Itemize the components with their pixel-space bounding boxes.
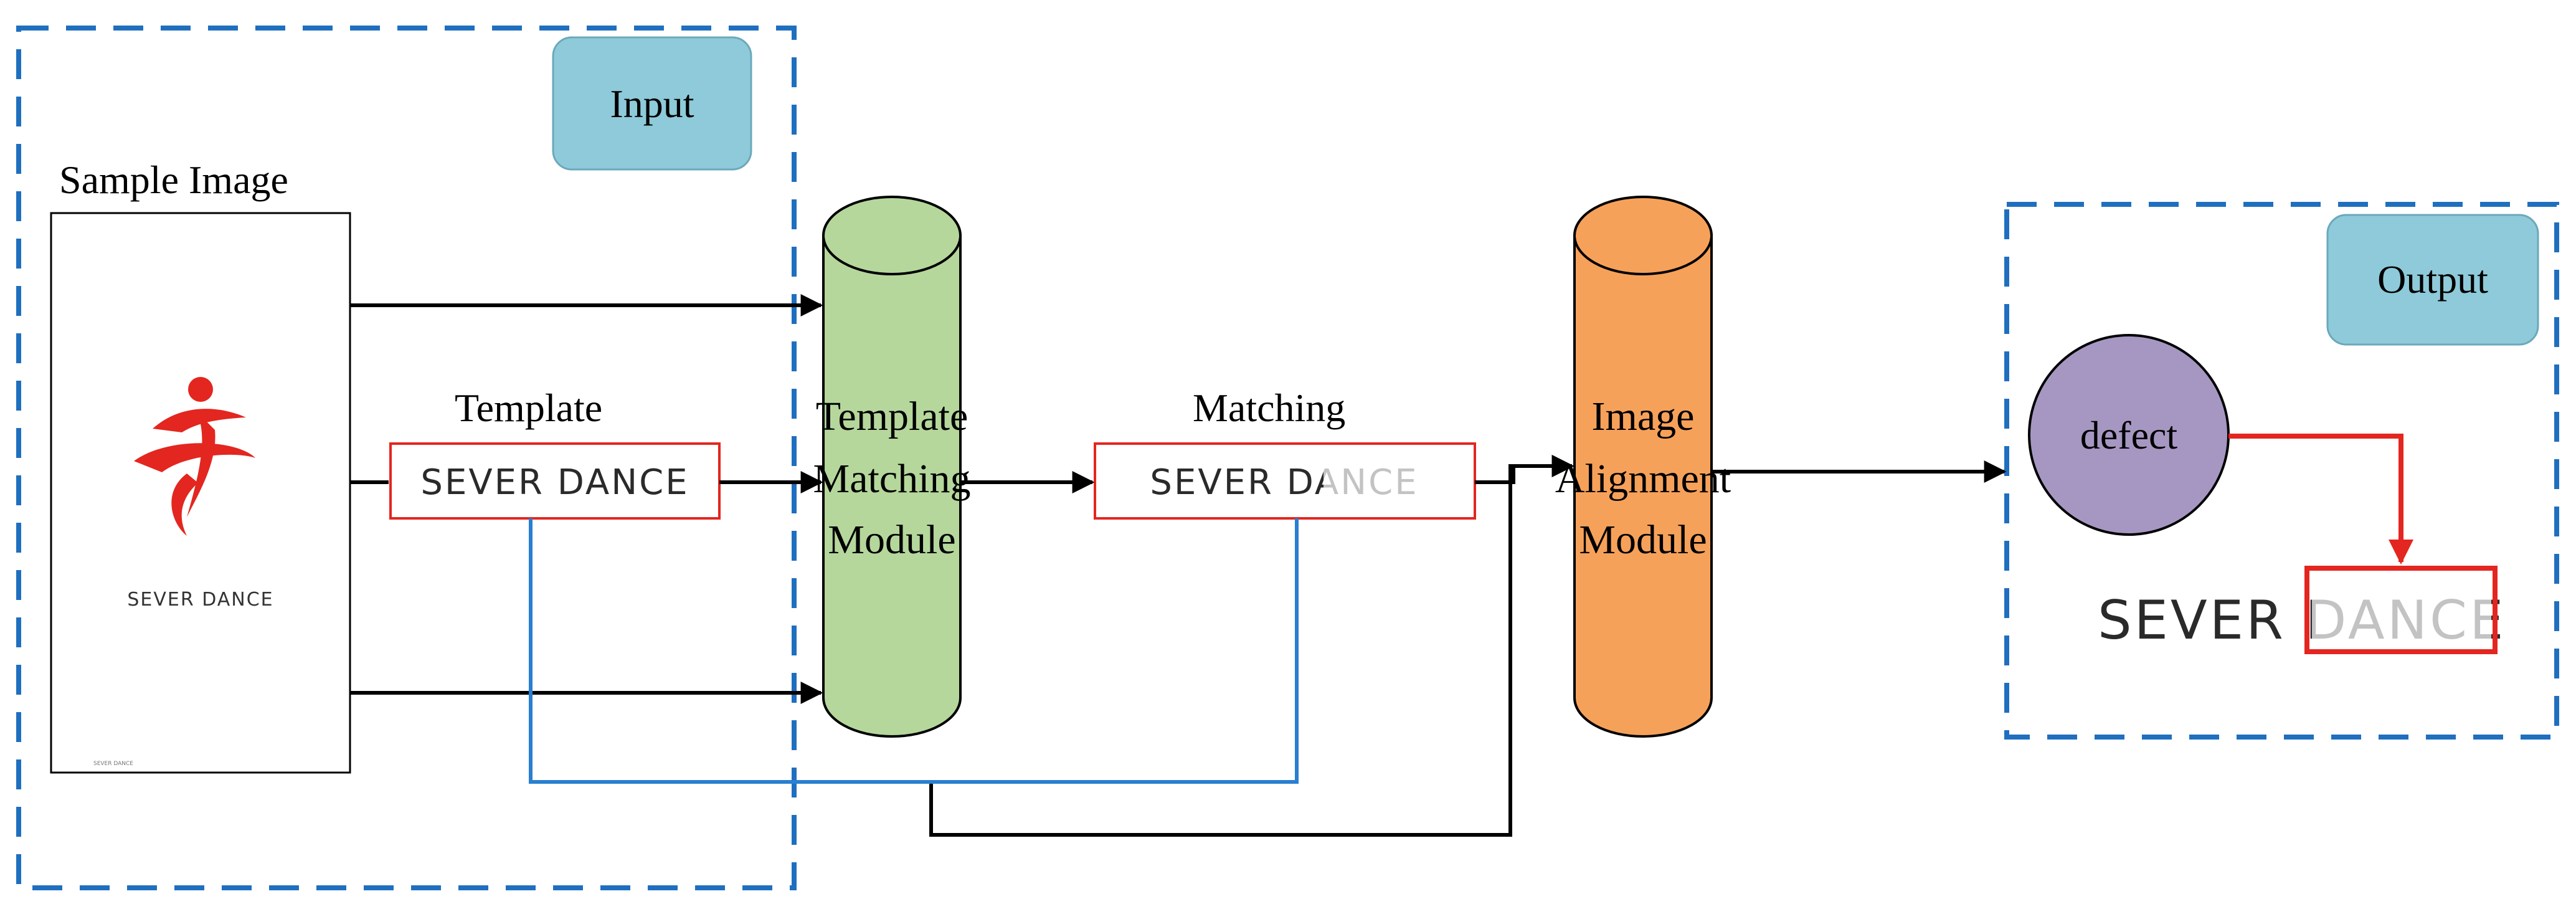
template-text: SEVER DANCE bbox=[420, 462, 689, 503]
blue-link-template-matching bbox=[529, 518, 1299, 784]
input-group-frame bbox=[16, 26, 797, 890]
template-matching-line3: Module bbox=[828, 517, 955, 563]
sample-brand-text: SEVER DANCE bbox=[127, 589, 273, 611]
input-badge-label: Input bbox=[610, 82, 694, 126]
sample-image-panel: SEVER DANCE SEVER DANCE bbox=[50, 212, 351, 774]
alignment-line1: Image bbox=[1592, 394, 1695, 439]
alignment-line3: Module bbox=[1579, 517, 1707, 563]
output-group-frame bbox=[2004, 202, 2559, 740]
sample-image-label: Sample Image bbox=[59, 158, 288, 202]
dancer-logo-icon bbox=[134, 377, 255, 536]
arrow-tm-bottom-to-alignment bbox=[929, 455, 1574, 837]
image-alignment-module: Image Alignment Module bbox=[1555, 196, 1731, 738]
defect-highlight-box bbox=[2304, 566, 2498, 654]
matching-box: SEVER DANCE bbox=[1094, 442, 1476, 520]
matching-label: Matching bbox=[1193, 386, 1345, 430]
arrow-defect-to-highlight bbox=[2228, 434, 2413, 564]
template-label: Template bbox=[455, 386, 602, 430]
defect-label: defect bbox=[2080, 413, 2178, 457]
matching-defect-mask bbox=[1324, 461, 1423, 502]
input-badge: Input bbox=[552, 36, 752, 171]
defect-node: defect bbox=[2028, 334, 2230, 536]
template-box: SEVER DANCE bbox=[389, 442, 721, 520]
output-defect-mask bbox=[2312, 598, 2491, 650]
template-matching-module: Template Matching Module bbox=[813, 196, 971, 738]
output-badge: Output bbox=[2326, 214, 2539, 346]
template-matching-line1: Template bbox=[816, 394, 968, 439]
alignment-line2: Alignment bbox=[1555, 456, 1731, 502]
template-matching-line2: Matching bbox=[813, 456, 971, 502]
sample-footer-text: SEVER DANCE bbox=[93, 761, 133, 767]
output-badge-label: Output bbox=[2377, 257, 2488, 302]
